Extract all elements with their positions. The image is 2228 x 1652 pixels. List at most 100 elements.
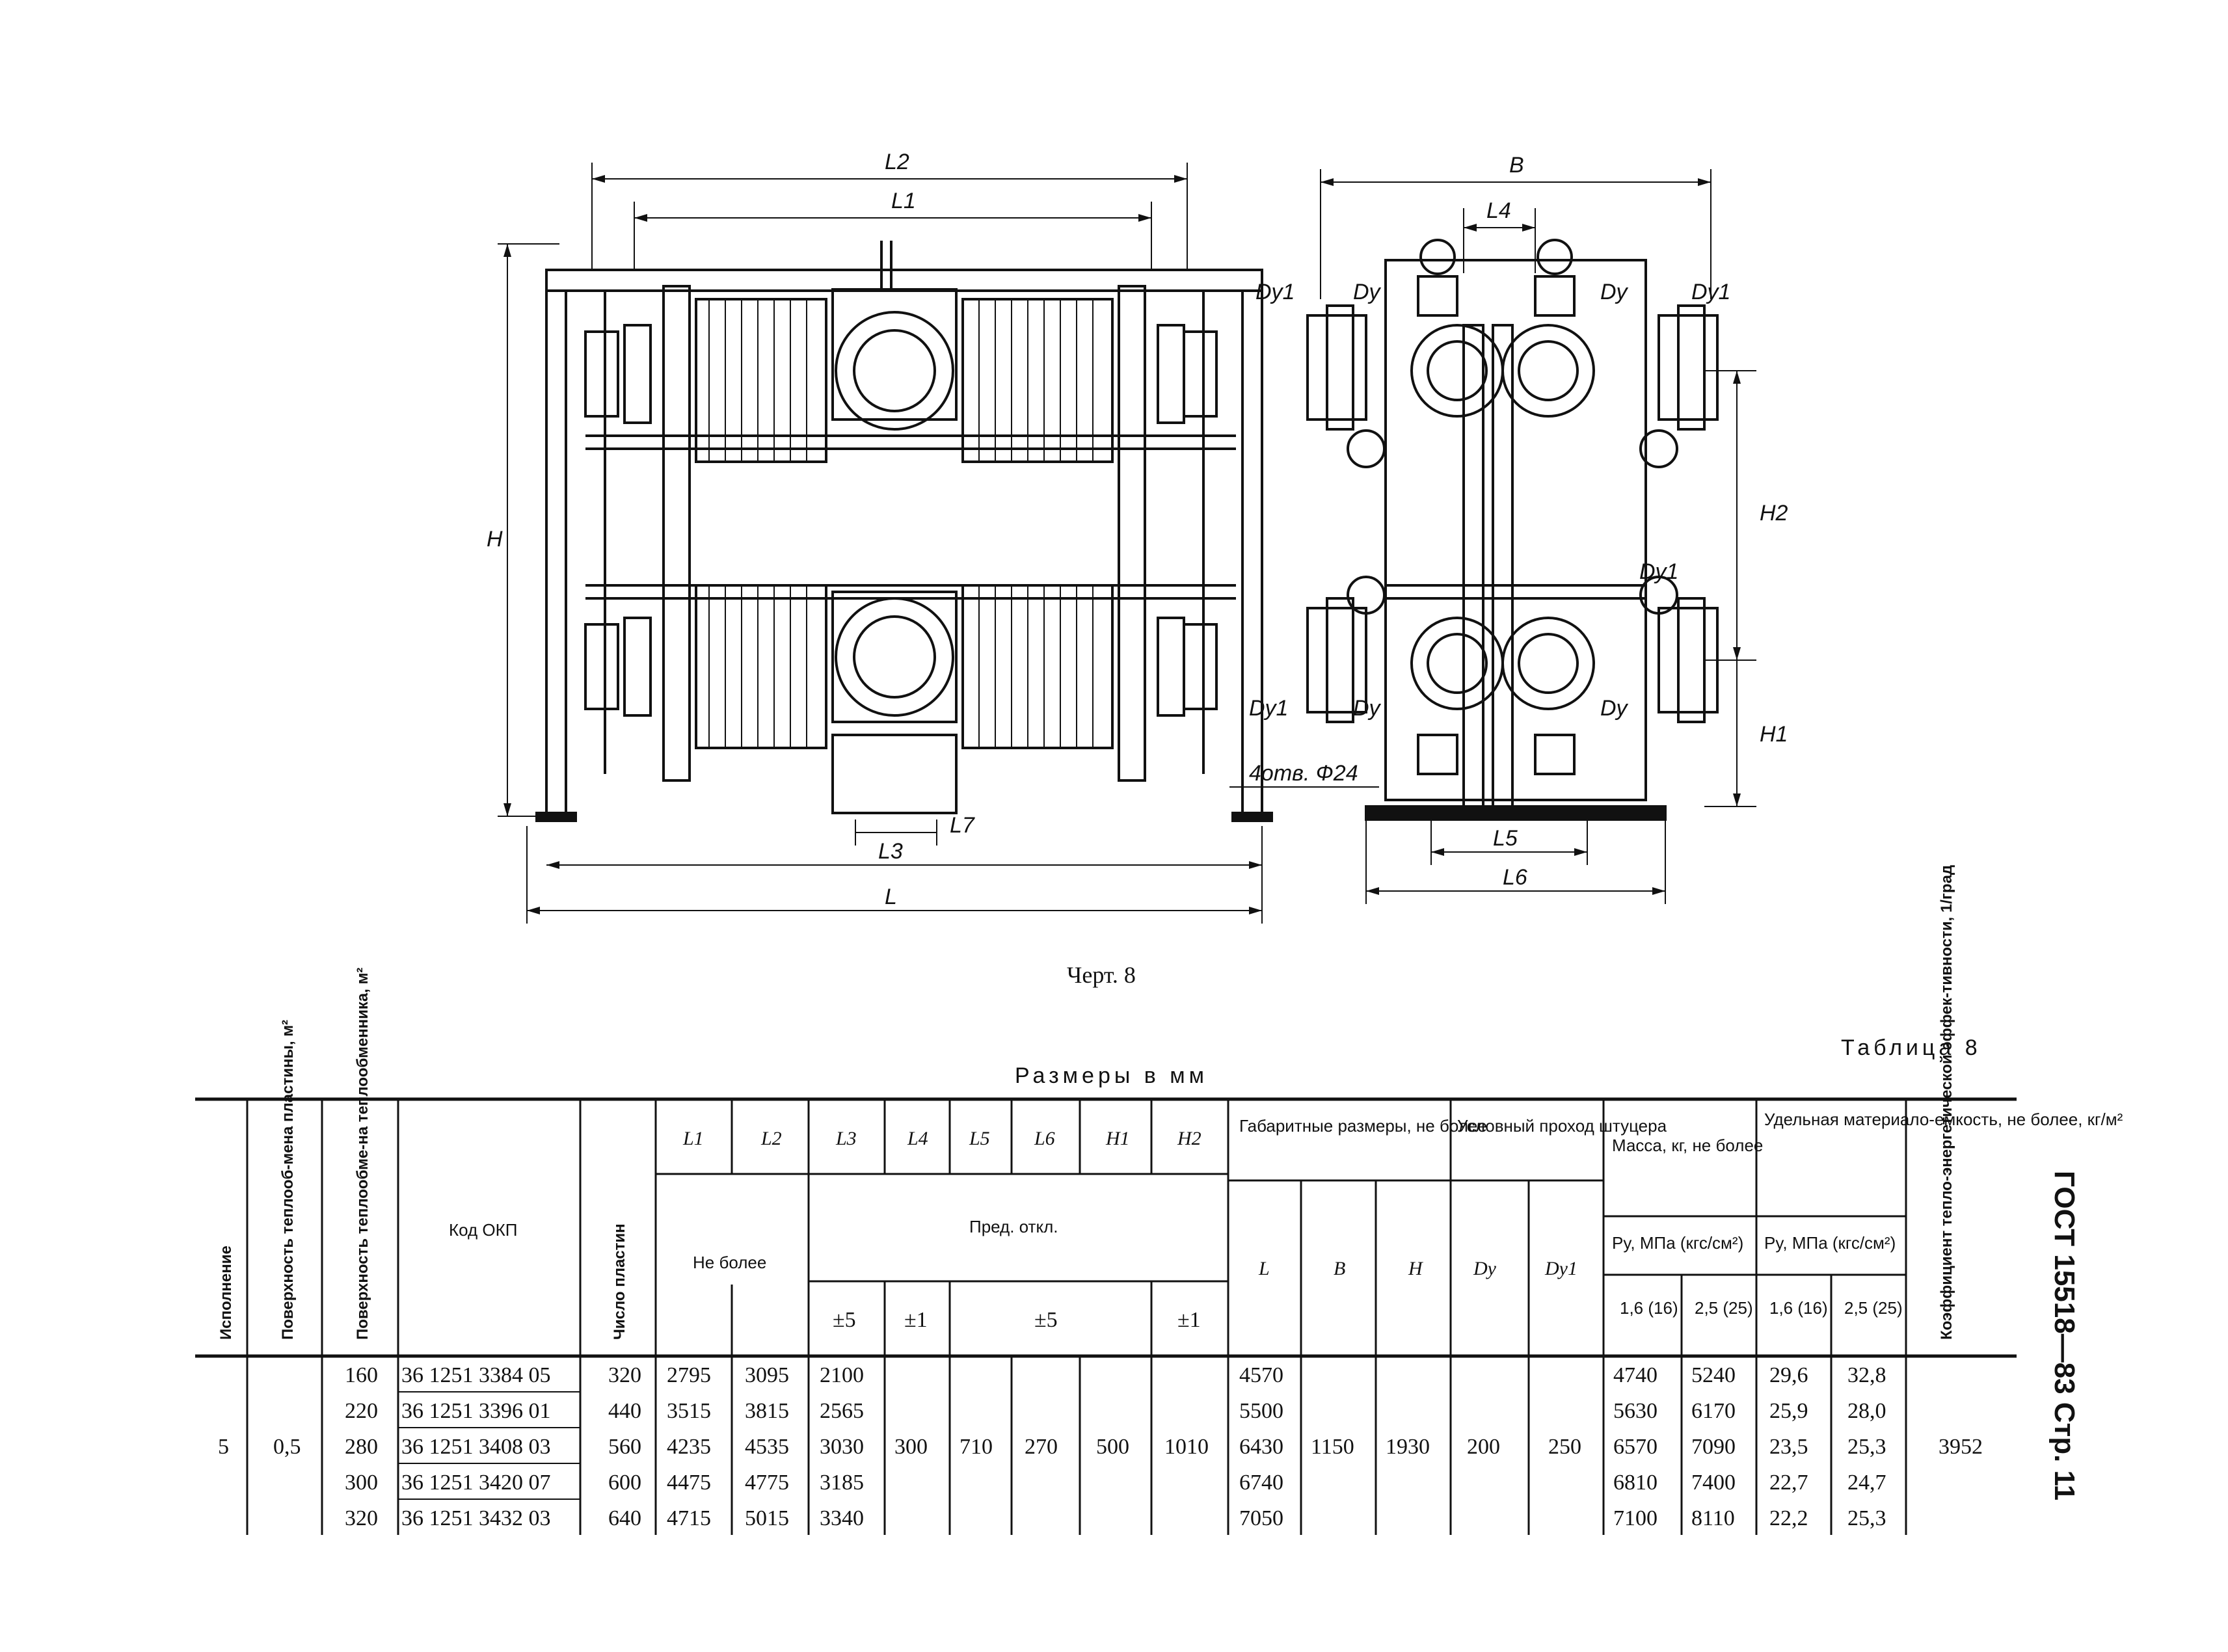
- hdr-l3: L3: [835, 1128, 857, 1149]
- cell-surface-plate: 0,5: [273, 1435, 301, 1459]
- table-row: 280 36 1251 3408 03 560 4235 4535 3030 6…: [345, 1435, 1886, 1459]
- cell-b: 1150: [1311, 1435, 1354, 1459]
- dim-label-dy1-tr: Dy1: [1691, 280, 1730, 304]
- cell-mass-16: 4740: [1613, 1363, 1658, 1387]
- hdr-tol-l4: ±1: [904, 1308, 928, 1332]
- cell-ud-25: 25,3: [1847, 1506, 1886, 1530]
- cell-l2: 5015: [745, 1506, 789, 1530]
- cell-plates: 560: [608, 1435, 641, 1459]
- cell-l3: 3185: [820, 1471, 864, 1495]
- cell-h1: 500: [1096, 1435, 1129, 1459]
- cell-ud-16: 23,5: [1769, 1435, 1808, 1459]
- cell-ud-25: 32,8: [1847, 1363, 1886, 1387]
- hdr-h1: H1: [1105, 1128, 1130, 1149]
- hdr-l1: L1: [682, 1128, 704, 1149]
- cell-l1: 4475: [667, 1471, 711, 1495]
- cell-l3: 3030: [820, 1435, 864, 1459]
- cell-ud-25: 25,3: [1847, 1435, 1886, 1459]
- cell-mass-16: 5630: [1613, 1399, 1658, 1423]
- cell-mass-25: 6170: [1691, 1399, 1736, 1423]
- hdr-tol-l5-h1: ±5: [1034, 1308, 1058, 1332]
- dim-label-dy-br: Dy: [1600, 696, 1629, 721]
- hdr-l2: L2: [760, 1128, 782, 1149]
- hdr-massa-py: Py, МПа (кгс/см²): [1612, 1233, 1743, 1253]
- cell-mass-25: 7400: [1691, 1471, 1736, 1495]
- cell-dy1: 250: [1548, 1435, 1581, 1459]
- dim-label-h2: H2: [1760, 501, 1788, 526]
- cell-plates: 640: [608, 1506, 641, 1530]
- dim-label-b: B: [1509, 153, 1524, 178]
- cell-ud-25: 24,7: [1847, 1471, 1886, 1495]
- dim-label-dy1-mr: Dy1: [1639, 559, 1678, 584]
- hdr-gabarit-h: H: [1408, 1258, 1424, 1279]
- cell-h: 1930: [1386, 1435, 1430, 1459]
- cell-ud-16: 22,2: [1769, 1506, 1808, 1530]
- hdr-l4: L4: [907, 1128, 928, 1149]
- hdr-udelnaya-py: Py, МПа (кгс/см²): [1764, 1233, 1896, 1253]
- hdr-udelnaya-16: 1,6 (16): [1769, 1298, 1828, 1318]
- cell-l5: 710: [960, 1435, 993, 1459]
- cell-l6: 270: [1025, 1435, 1058, 1459]
- heat-exchanger-drawing: L2 L1 H L3 L7 L B L4 H2 H1 L5 L6 Dy1 Dy …: [487, 150, 1788, 924]
- cell-koef: 3952: [1939, 1435, 1983, 1459]
- cell-l4: 300: [894, 1435, 928, 1459]
- hdr-udelnaya: Удельная материало-емкость, не более, кг…: [1764, 1110, 2123, 1129]
- hdr-plate-count: Число пластин: [611, 1223, 628, 1340]
- cell-l: 4570: [1239, 1363, 1283, 1387]
- hdr-okp: Код ОКП: [449, 1220, 518, 1240]
- dim-label-dy1-tl: Dy1: [1255, 280, 1295, 304]
- cell-l3: 2565: [820, 1399, 864, 1423]
- cell-surface: 220: [345, 1399, 378, 1423]
- cell-ud-16: 22,7: [1769, 1471, 1808, 1495]
- table-row: 220 36 1251 3396 01 440 3515 3815 2565 5…: [345, 1399, 1886, 1423]
- technical-drawing: L2 L1 H L3 L7 L B L4 H2 H1 L5 L6 Dy1 Dy …: [481, 130, 2069, 950]
- table-row: 320 36 1251 3432 03 640 4715 5015 3340 7…: [345, 1506, 1886, 1530]
- cell-l: 6740: [1239, 1471, 1283, 1495]
- cell-okp: 36 1251 3396 01: [401, 1399, 551, 1423]
- dim-label-l4: L4: [1486, 198, 1511, 223]
- dim-label-dy1-bl: Dy1: [1249, 696, 1288, 721]
- hdr-udelnaya-25: 2,5 (25): [1844, 1298, 1903, 1318]
- hdr-gabarit-l: L: [1258, 1258, 1270, 1279]
- cell-mass-16: 6570: [1613, 1435, 1658, 1459]
- table-row: 300 36 1251 3420 07 600 4475 4775 3185 6…: [345, 1471, 1886, 1495]
- cell-ud-25: 28,0: [1847, 1399, 1886, 1423]
- dim-label-l1: L1: [891, 189, 916, 213]
- cell-plates: 440: [608, 1399, 641, 1423]
- cell-l: 7050: [1239, 1506, 1283, 1530]
- hdr-massa-25: 2,5 (25): [1695, 1298, 1753, 1318]
- cell-l2: 4775: [745, 1471, 789, 1495]
- hdr-h2: H2: [1177, 1128, 1201, 1149]
- dim-label-h: H: [487, 527, 503, 552]
- figure-caption: Черт. 8: [1067, 962, 1136, 988]
- hdr-massa-16: 1,6 (16): [1620, 1298, 1678, 1318]
- table-title: Таблица 8: [1841, 1035, 1981, 1060]
- units-note: Размеры в мм: [1015, 1063, 1209, 1088]
- cell-surface: 280: [345, 1435, 378, 1459]
- hdr-dy1: Dy1: [1544, 1258, 1577, 1279]
- hdr-tol-h2: ±1: [1177, 1308, 1201, 1332]
- cell-ud-16: 25,9: [1769, 1399, 1808, 1423]
- cell-okp: 36 1251 3408 03: [401, 1435, 551, 1459]
- dim-label-l: L: [885, 885, 897, 909]
- table-row: 160 36 1251 3384 05 320 2795 3095 2100 4…: [345, 1363, 1886, 1387]
- hdr-gabarit: Габаритные размеры, не более: [1239, 1116, 1487, 1136]
- dim-label-l2: L2: [885, 150, 909, 174]
- hdr-massa: Масса, кг, не более: [1612, 1136, 1763, 1155]
- cell-surface: 320: [345, 1506, 378, 1530]
- cell-mass-25: 5240: [1691, 1363, 1736, 1387]
- dim-label-l5: L5: [1493, 826, 1518, 851]
- cell-dy: 200: [1467, 1435, 1500, 1459]
- hdr-pred-otkl: Пред. откл.: [969, 1217, 1058, 1236]
- cell-mass-16: 7100: [1613, 1506, 1658, 1530]
- cell-okp: 36 1251 3420 07: [401, 1471, 551, 1495]
- hdr-ne-bolee: Не более: [693, 1253, 766, 1272]
- hdr-l6: L6: [1034, 1128, 1055, 1149]
- cell-mass-25: 7090: [1691, 1435, 1736, 1459]
- cell-l1: 3515: [667, 1399, 711, 1423]
- hdr-uslovny: Условный проход штуцера: [1457, 1116, 1667, 1136]
- cell-plates: 320: [608, 1363, 641, 1387]
- hdr-efficiency-coef: Коэффициент тепло-энергетической эффек-т…: [1938, 865, 1955, 1340]
- hdr-gabarit-b: B: [1334, 1258, 1345, 1279]
